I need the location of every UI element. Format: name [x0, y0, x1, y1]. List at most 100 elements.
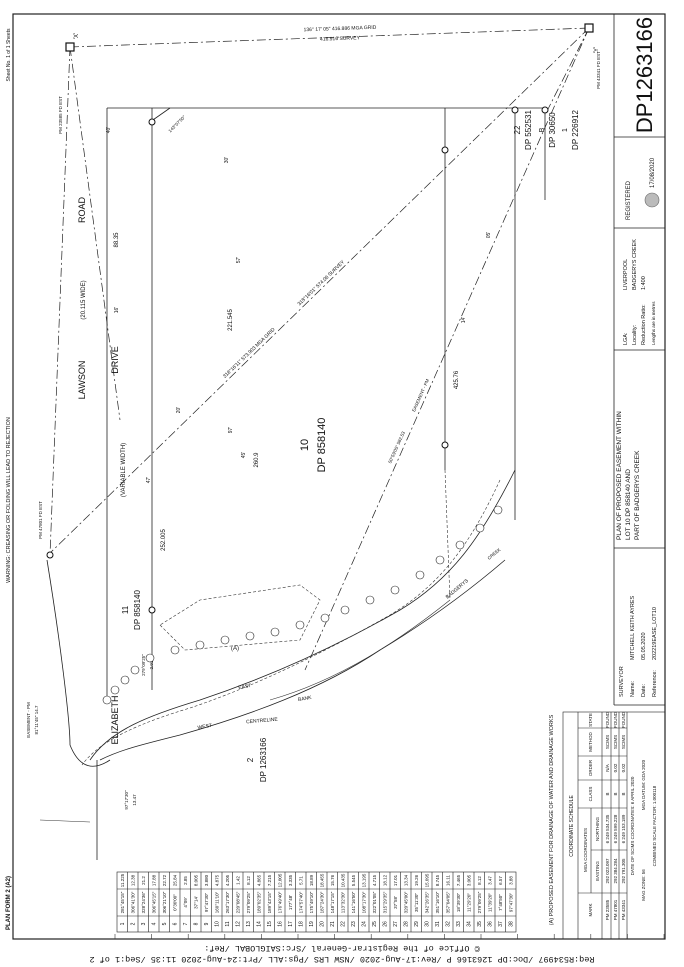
line-bearing: 97°47'30" — [509, 892, 514, 912]
line-bearing: 35°11'30" — [414, 893, 419, 912]
header-method: METHOD — [588, 732, 593, 752]
header-northing: NORTHING — [595, 817, 600, 841]
label-west: WEST — [197, 723, 212, 731]
line-distance: 4.865 — [257, 874, 262, 886]
header-mga-coordinates: MGA COORDINATES — [583, 828, 588, 872]
line-bearing: 342°26'35" — [425, 891, 430, 913]
reference-value: 202219EASE_LOT10 — [652, 607, 658, 660]
table-row: 377°48'50"6.57 — [494, 872, 504, 932]
label-road-2: LAWSON — [77, 361, 87, 400]
line-distance: 13.34 — [404, 874, 409, 886]
line-bearing: 357°04'05" — [446, 891, 451, 913]
line-number: 11 — [225, 921, 231, 926]
mag-zone: MAG ZONE: 56 — [641, 869, 646, 901]
line-bearing: 177°48' — [288, 895, 293, 910]
line-distance: 5.71 — [299, 876, 304, 885]
line-number: 20 — [320, 921, 326, 927]
coordinate-cell-northing: 6 249 153.189 — [621, 814, 626, 843]
coordinate-cell-state: FOUND — [613, 711, 618, 728]
lga-value: LIVERPOOL — [623, 259, 629, 290]
line-distance: 12.005 — [278, 873, 283, 887]
coordinate-cell-northing: 6 249 534.735 — [605, 814, 610, 843]
line-distance: 8.745 — [435, 874, 440, 886]
label-pm-y: PM 43341 FD EST — [596, 51, 601, 89]
station-marker-icon — [130, 665, 140, 675]
label-diag-bearing-survey: 318°16'01" 574.06 SURVEY — [297, 259, 347, 307]
line-number: 16 — [278, 921, 284, 927]
mga-datum: MGA DATUM: GDA 2020 — [641, 759, 646, 810]
label-lot-1-dp: DP 226912 — [571, 110, 580, 150]
line-number: 15 — [267, 921, 273, 927]
line-distance: 4.875 — [215, 874, 220, 886]
line-number: 1 — [120, 922, 126, 925]
line-number: 21 — [330, 921, 336, 927]
label-easement-pm: EASEMENT - PM — [411, 378, 430, 413]
line-bearing: 37°14' — [194, 896, 199, 909]
line-number: 28 — [404, 921, 410, 927]
line-distance: 1.42 — [236, 876, 241, 885]
surveyor-name-label: Name: — [630, 680, 636, 697]
request-footer: Req:R534997 /Doc:DP 1263166 P /Rev:17-Au… — [90, 954, 595, 964]
line-distance: 12.38 — [131, 874, 136, 886]
locality-value: BADGERYS CREEK — [632, 239, 638, 290]
line-number: 14 — [257, 921, 263, 927]
line-bearing: 281°45'15" — [120, 891, 125, 913]
label-road-1-width: (VARIABLE WIDTH) — [121, 443, 127, 497]
line-bearing: 11°39'20" — [488, 893, 493, 912]
header-class: CLASS — [588, 787, 593, 802]
station-marker-icon — [110, 685, 120, 695]
line-bearing: 175°49'10" — [309, 891, 314, 913]
station-marker-icon — [415, 570, 425, 580]
label-bank: BANK — [298, 695, 313, 703]
label-lot-1: 1 — [562, 128, 569, 132]
line-distance: 21.2 — [141, 876, 146, 885]
coordinate-cell-order: 0.02 — [621, 763, 626, 772]
line-distance: 18.12 — [383, 874, 388, 886]
label-centreline: CENTRELINE — [246, 717, 279, 726]
label-dim-88: 88.35 — [114, 232, 120, 248]
line-bearing: 0°30'00" — [173, 894, 178, 911]
registration-seal-icon — [644, 192, 660, 208]
coordinate-cell-method: SCIMS — [605, 735, 610, 749]
line-bearing: 108°17'30" — [362, 891, 367, 913]
line-number: 22 — [341, 921, 347, 927]
line-distance: 11.225 — [120, 873, 125, 887]
label-dim-260: 260.9 — [254, 452, 260, 468]
station-marker-icon — [195, 640, 205, 650]
line-number: 3 — [141, 922, 147, 925]
surveyor-label: SURVEYOR — [619, 666, 625, 697]
line-number: 6 — [173, 922, 179, 925]
station-marker-icon — [270, 627, 280, 637]
sheet-border — [12, 13, 666, 940]
label-easement-pm-left: EASEMENT - PM — [26, 702, 31, 738]
coordinate-cell-class: B — [621, 792, 626, 795]
line-number: 24 — [362, 921, 368, 927]
line-distance: 13.195 — [362, 873, 367, 887]
line-bearing: 220°08'45" — [236, 891, 241, 913]
plan-number: DP1263166 — [632, 17, 657, 133]
station-marker-icon — [475, 523, 485, 533]
line-bearing: 18°39'30" — [456, 892, 461, 912]
label-lot-2: 2 — [246, 757, 255, 762]
line-distance: 8.005 — [194, 874, 199, 886]
label-dim-05: 05' — [486, 232, 492, 239]
table-row: 74°09'2.85 — [179, 872, 189, 932]
station-marker-icon — [170, 645, 180, 655]
plan-title-line: PART OF BADGERYS CREEK — [634, 450, 641, 540]
line-bearing: 328°24'36" — [141, 891, 146, 913]
line-bearing: 4°09' — [183, 897, 188, 907]
line-number: 30 — [425, 921, 431, 927]
line-distance: 25.84 — [173, 874, 178, 886]
line-distance: 17.88 — [152, 874, 157, 886]
label-lot-11-dp: DP 858140 — [133, 590, 142, 630]
